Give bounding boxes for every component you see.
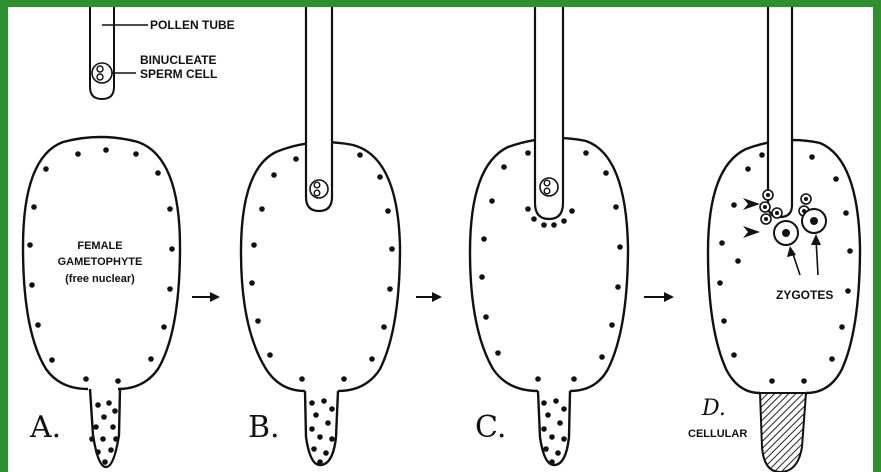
arrow-b-to-c: [416, 292, 442, 302]
stage-c-label: C.: [475, 410, 506, 445]
cellular-label: CELLULAR: [688, 428, 747, 440]
stage-c-gametophyte: [470, 7, 628, 465]
binucleate-label-line2: SPERM CELL: [140, 67, 217, 81]
stage-b-gametophyte: [241, 7, 400, 465]
arrow-a-to-b: [192, 292, 220, 302]
stage-a-label: A.: [29, 410, 61, 445]
stage-b-label: B.: [248, 410, 280, 445]
binucleate-label-line1: BINUCLEATE: [140, 53, 216, 67]
pointer-arrowheads: [743, 198, 760, 238]
stage-d-gametophyte: [708, 7, 860, 472]
stage-d-label: D.: [701, 396, 726, 421]
zygotes-label: ZYGOTES: [776, 288, 833, 302]
embryo-sac-diagram: POLLEN TUBE BINUCLEATE SPERM CELL FEMALE…: [8, 7, 873, 472]
arrow-c-to-d: [644, 292, 674, 302]
pollen-tube-label: POLLEN TUBE: [150, 18, 235, 32]
female-label-line2: GAMETOPHYTE: [58, 256, 143, 268]
diagram-panel: POLLEN TUBE BINUCLEATE SPERM CELL FEMALE…: [8, 7, 873, 472]
female-label-line1: FEMALE: [77, 240, 122, 252]
female-label-line3: (free nuclear): [65, 273, 135, 285]
